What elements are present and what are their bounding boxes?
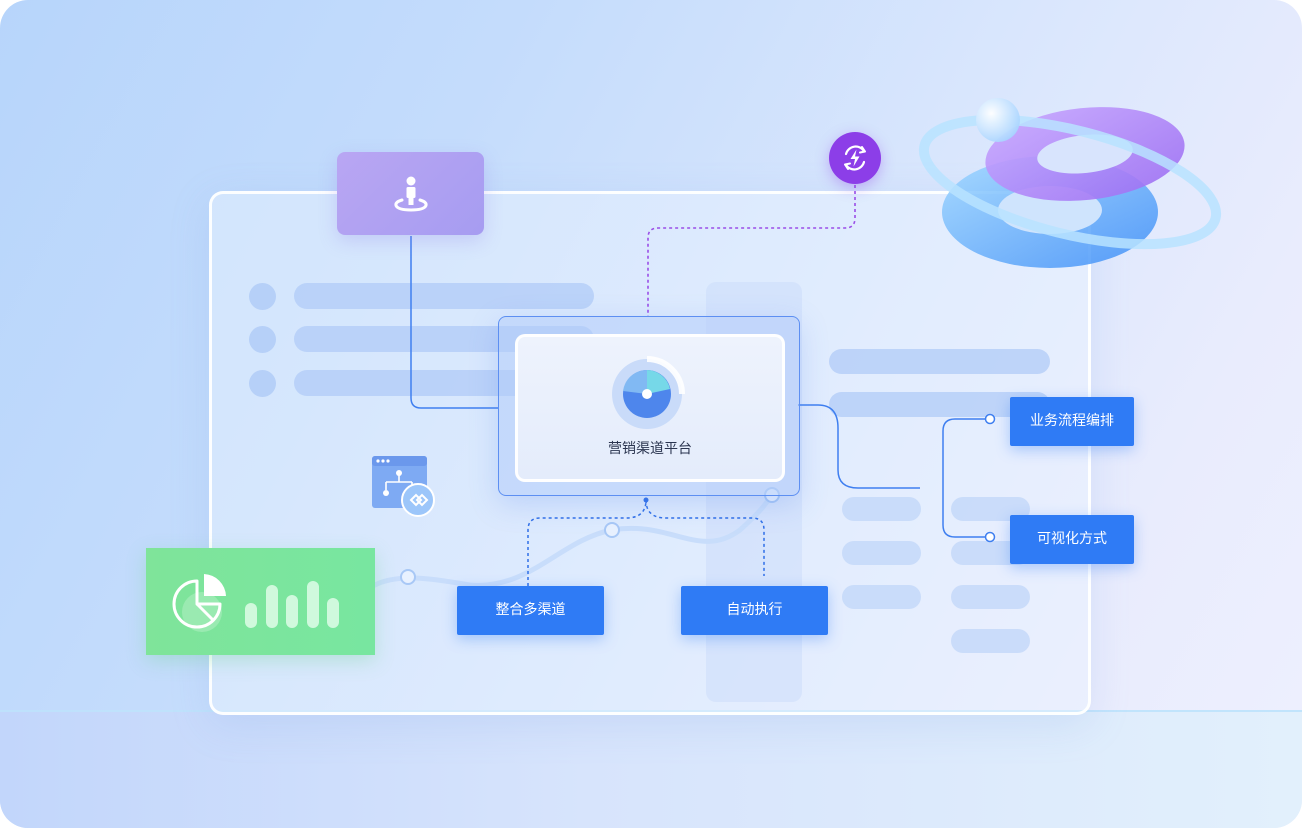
person-connector	[410, 236, 498, 409]
bolt-refresh-icon	[844, 145, 866, 171]
mini-bar	[245, 603, 257, 628]
mini-bar	[306, 581, 319, 628]
feature-bracket	[942, 418, 990, 538]
analytics-card	[146, 548, 375, 655]
mini-bar	[265, 585, 278, 628]
bracket-tip	[643, 497, 649, 503]
action-bracket-right	[645, 499, 765, 576]
skeleton-dot	[249, 326, 276, 353]
mini-bar	[327, 598, 339, 628]
skeleton-pill	[842, 585, 921, 609]
platform-label: 营销渠道平台	[608, 441, 692, 457]
auto-execute-button[interactable]: 自动执行	[681, 586, 828, 635]
visualization-button[interactable]: 可视化方式	[1010, 515, 1134, 564]
integrate-channels-button[interactable]: 整合多渠道	[457, 586, 604, 635]
floor-band	[0, 710, 1302, 828]
skeleton-bar	[829, 349, 1050, 374]
decorative-rings	[918, 98, 1222, 268]
wave-node	[604, 522, 620, 538]
action-bracket-left	[527, 499, 647, 586]
skeleton-pill	[951, 585, 1030, 609]
person-location-icon	[393, 176, 428, 212]
mini-bar	[286, 595, 298, 628]
wave-node	[400, 569, 416, 585]
flowchart-window-icon	[372, 456, 435, 517]
bolt-connector	[647, 185, 856, 316]
radar-icon	[612, 356, 685, 429]
platform-card-inner: 营销渠道平台	[515, 334, 785, 482]
person-tile	[337, 152, 484, 235]
feature-node	[984, 531, 996, 543]
bolt-badge	[829, 132, 881, 184]
skeleton-pill	[842, 541, 921, 565]
platform-right-connector	[798, 404, 920, 489]
pie-chart-icon	[172, 574, 226, 632]
skeleton-dot	[249, 283, 276, 310]
skeleton-bar	[294, 283, 594, 309]
workflow-orchestration-button[interactable]: 业务流程编排	[1010, 397, 1134, 446]
skeleton-pill	[842, 497, 921, 521]
skeleton-dot	[249, 370, 276, 397]
feature-node	[984, 413, 996, 425]
skeleton-pill	[951, 629, 1030, 653]
platform-card: 营销渠道平台	[498, 316, 800, 496]
